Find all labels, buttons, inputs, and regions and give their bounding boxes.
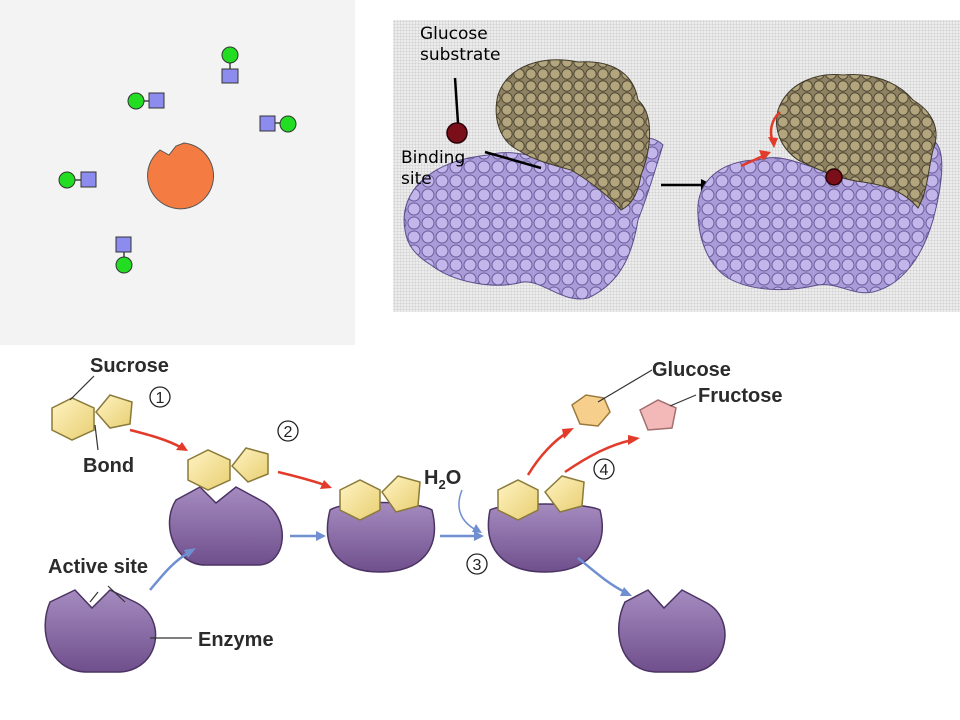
enzyme-substrate-panel	[0, 0, 355, 345]
active-site-label: Active site	[48, 556, 148, 578]
reaction-arrow-blue	[440, 531, 484, 541]
sucrose-hydrolysis-diagram: Sucrose Bond Active site Enzyme Glucose …	[44, 355, 782, 673]
svg-text:2: 2	[284, 424, 293, 441]
substrate-molecule	[259, 115, 297, 133]
fructose-label: Fructose	[698, 385, 782, 407]
enzyme-bowl	[44, 589, 157, 673]
svg-text:4: 4	[600, 462, 609, 479]
svg-text:1: 1	[156, 390, 165, 407]
protein-tan-domain-right	[776, 73, 937, 209]
glucose-label-line2: substrate	[420, 45, 500, 65]
step-4-marker: 4	[593, 458, 615, 480]
svg-text:3: 3	[473, 557, 482, 574]
reaction-arrow-blue	[149, 548, 196, 591]
enzyme-bowl	[326, 501, 436, 573]
reaction-arrow-red	[277, 470, 332, 489]
glucose-label: Glucose	[652, 359, 731, 381]
bound-glucose-molecule	[825, 168, 843, 186]
sucrose-hydrolysis-panel: Sucrose Bond Active site Enzyme Glucose …	[0, 340, 960, 720]
protein-binding-panel: Glucose substrate Binding site	[393, 20, 960, 312]
glucose-leader-line	[453, 77, 460, 124]
enzyme-bowl	[168, 486, 284, 566]
substrate-molecule	[115, 236, 133, 274]
sucrose-label: Sucrose	[90, 355, 169, 377]
enzyme-label: Enzyme	[198, 629, 274, 651]
enzyme-bowl	[618, 589, 726, 673]
reaction-arrow-red	[129, 428, 188, 451]
reaction-arrow-red	[564, 435, 640, 474]
sucrose-molecule	[187, 447, 269, 491]
sucrose-molecule	[51, 394, 133, 441]
glucose-fructose-bound	[497, 475, 585, 521]
substrate-molecule	[58, 171, 97, 189]
step-3-marker: 3	[466, 553, 488, 575]
protein-tan-domain-left	[495, 59, 651, 211]
water-label: H2O	[424, 467, 461, 492]
enzyme-bowl	[487, 503, 603, 573]
water-arrow	[458, 489, 477, 531]
reaction-arrow-blue	[290, 531, 326, 541]
glucose-label-line1: Glucose	[420, 24, 488, 44]
substrate-molecule	[127, 92, 165, 110]
reaction-arrow-red	[526, 428, 574, 476]
binding-leader-line	[484, 150, 542, 170]
closing-arrow-side	[740, 154, 764, 168]
enzyme-shape	[147, 142, 215, 210]
binding-label-line1: Binding	[401, 148, 465, 168]
binding-label-line2: site	[401, 169, 432, 189]
bond-label: Bond	[83, 455, 134, 477]
glucose-molecule	[571, 394, 611, 427]
sucrose-molecule-bound	[339, 475, 421, 521]
enzyme-substrate-diagram	[58, 46, 297, 274]
fructose-molecule	[639, 399, 677, 431]
step-1-marker: 1	[149, 386, 171, 408]
reaction-arrow-blue	[577, 557, 632, 596]
glucose-substrate-molecule	[446, 122, 468, 144]
substrate-molecule	[221, 46, 239, 84]
protein-binding-diagram: Glucose substrate Binding site	[401, 24, 943, 300]
step-2-marker: 2	[277, 420, 299, 442]
